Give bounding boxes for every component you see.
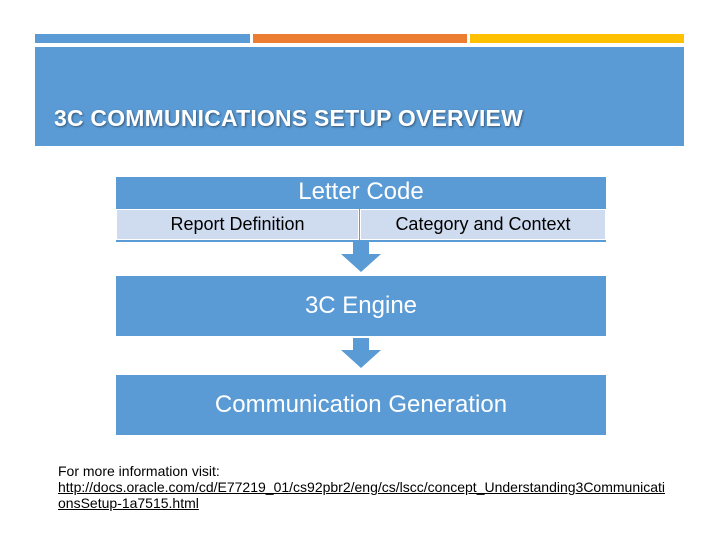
down-arrow-icon xyxy=(341,338,381,368)
report-definition-box: Report Definition xyxy=(116,209,359,240)
letter-code-label: Letter Code xyxy=(298,178,424,205)
report-definition-label: Report Definition xyxy=(170,214,305,234)
down-arrow-icon xyxy=(341,242,381,272)
3c-engine-label: 3C Engine xyxy=(304,292,418,319)
footer-intro: For more information visit: xyxy=(58,463,220,479)
3c-engine-box: 3C Engine xyxy=(116,276,606,336)
accent-bar-orange xyxy=(253,34,467,43)
communication-generation-box: Communication Generation xyxy=(116,375,606,435)
title-band: 3C COMMUNICATIONS SETUP OVERVIEW xyxy=(35,47,684,146)
category-context-label: Category and Context xyxy=(395,214,571,234)
documentation-link[interactable]: http://docs.oracle.com/cd/E77219_01/cs92… xyxy=(58,479,666,511)
category-context-box: Category and Context xyxy=(360,209,606,240)
footer-note: For more information visit: http://docs.… xyxy=(58,463,668,511)
communication-generation-label: Communication Generation xyxy=(214,391,508,418)
slide-title: 3C COMMUNICATIONS SETUP OVERVIEW xyxy=(54,105,524,131)
accent-bar-yellow xyxy=(470,34,684,43)
accent-bar-blue xyxy=(35,34,250,43)
